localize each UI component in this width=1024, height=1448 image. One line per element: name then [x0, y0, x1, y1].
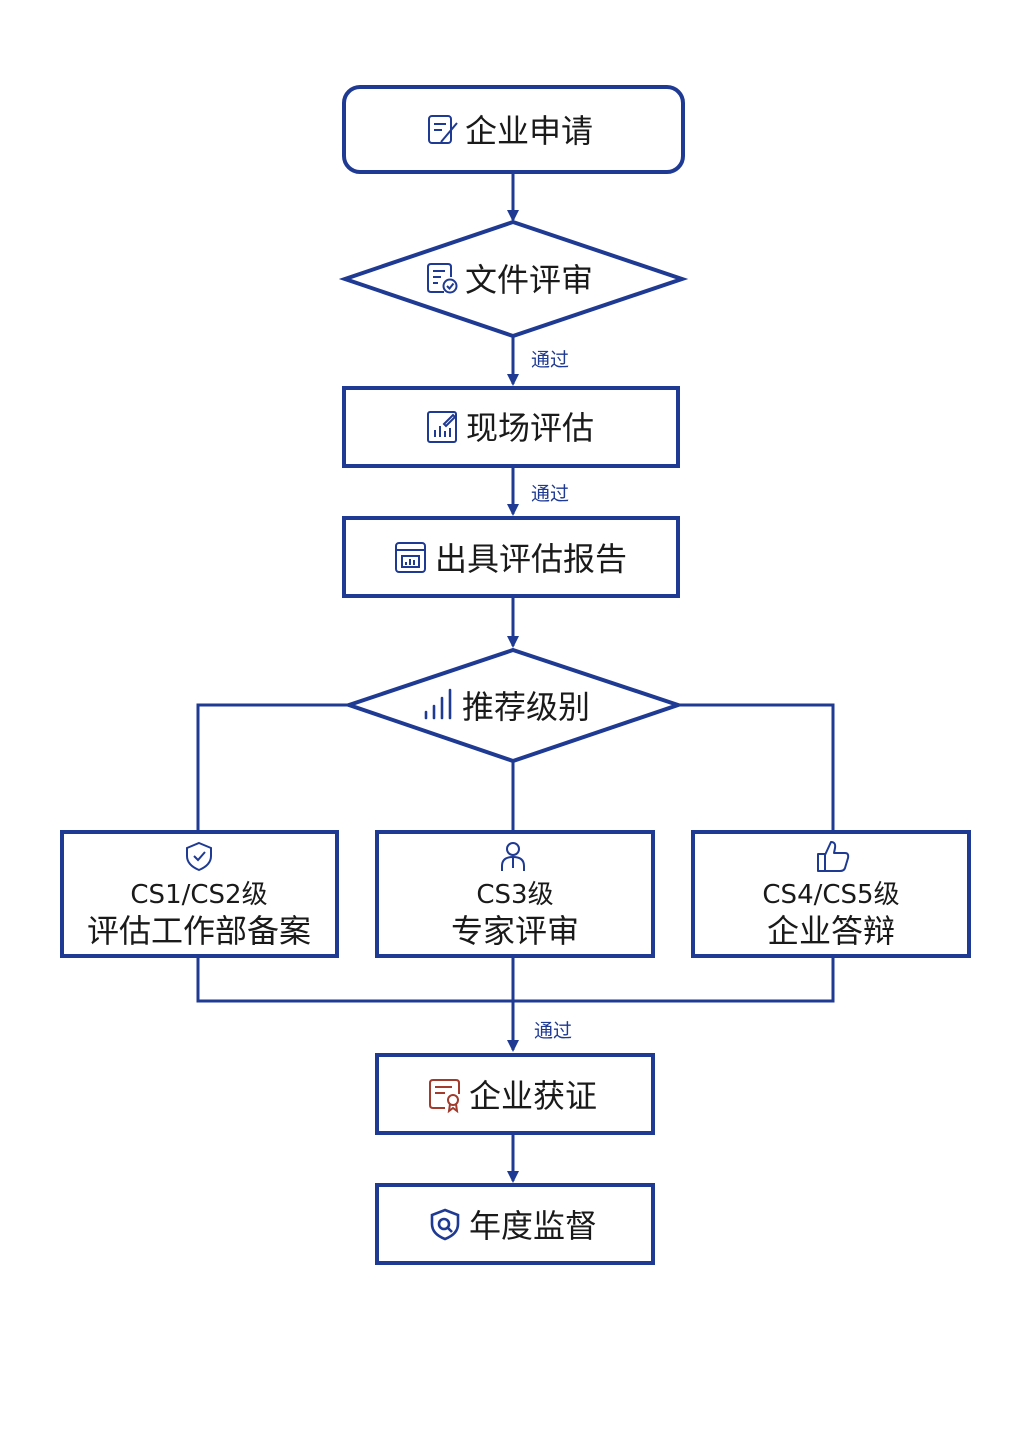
node-onsite: 现场评估: [342, 386, 680, 468]
document-check-icon: [427, 263, 458, 294]
edge-recommend-to-cs12: [196, 703, 349, 832]
certificate-icon: [429, 1079, 460, 1114]
edge-recommend-to-cs45: [678, 703, 835, 832]
edge-levels-merge: [196, 956, 835, 1003]
node-cs3: CS3级 专家评审: [375, 830, 655, 958]
node-certified: 企业获证: [375, 1053, 655, 1135]
node-apply: 企业申请: [342, 85, 685, 174]
node-recommend-label: 推荐级别: [462, 688, 590, 726]
edge-label-pass-2: 通过: [531, 483, 569, 505]
node-cs12-box: [60, 830, 339, 958]
thumbs-up-icon: [817, 841, 850, 872]
node-supervision-box: [375, 1183, 655, 1265]
node-supervision: 年度监督: [375, 1183, 655, 1265]
node-cs12: CS1/CS2级 评估工作部备案: [60, 830, 339, 958]
node-certified-label: 企业获证: [469, 1077, 597, 1115]
node-cs12-action: 评估工作部备案: [87, 912, 311, 950]
signal-bars-icon: [424, 688, 452, 720]
node-doc-review-label: 文件评审: [465, 261, 593, 299]
node-doc-review: 文件评审: [338, 219, 689, 339]
node-apply-label: 企业申请: [465, 112, 593, 150]
node-onsite-box: [342, 386, 680, 468]
node-cs3-box: [375, 830, 655, 958]
node-doc-review-shape: [338, 219, 689, 339]
shield-search-icon: [430, 1208, 460, 1241]
edge-label-pass-1: 通过: [531, 349, 569, 371]
expert-person-icon: [501, 842, 525, 871]
shield-check-icon: [186, 841, 212, 872]
node-onsite-label: 现场评估: [466, 409, 594, 447]
edge-label-pass-3: 通过: [534, 1020, 572, 1042]
chart-edit-icon: [427, 411, 457, 443]
node-report-label: 出具评估报告: [435, 540, 627, 578]
node-report: 出具评估报告: [342, 516, 680, 598]
node-cs45-box: [691, 830, 971, 958]
form-edit-icon: [428, 115, 458, 144]
node-cs3-action: 专家评审: [451, 912, 579, 950]
node-cs3-level: CS3级: [476, 880, 553, 910]
node-cs45-action: 企业答辩: [767, 912, 895, 950]
connectors: [196, 172, 835, 1183]
node-report-box: [342, 516, 680, 598]
node-cs45-level: CS4/CS5级: [762, 880, 899, 910]
node-recommend-shape: [342, 647, 685, 764]
report-chart-icon: [395, 542, 426, 573]
node-cs45: CS4/CS5级 企业答辩: [691, 830, 971, 958]
node-supervision-label: 年度监督: [469, 1207, 597, 1245]
node-apply-box: [342, 85, 685, 174]
node-cs12-level: CS1/CS2级: [130, 880, 267, 910]
node-certified-box: [375, 1053, 655, 1135]
node-recommend: 推荐级别: [342, 647, 685, 764]
